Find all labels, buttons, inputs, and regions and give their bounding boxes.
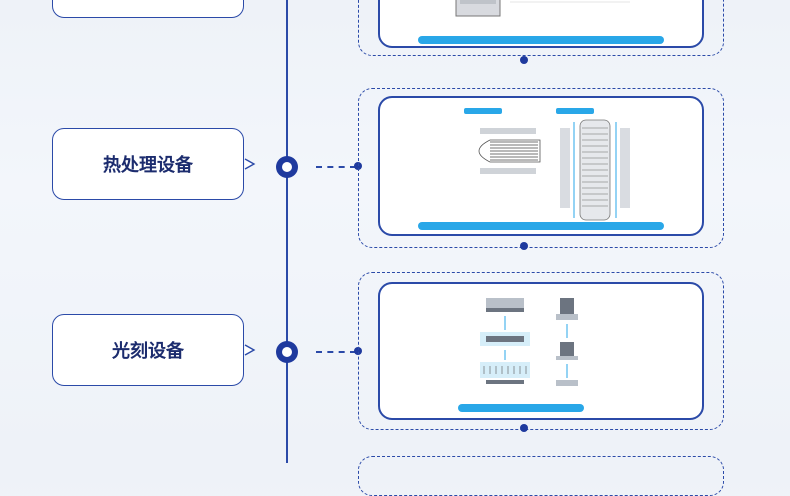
pointer-arrow-icon	[244, 344, 256, 356]
connector-dot-icon	[520, 424, 528, 432]
step-label-2: 光刻设备	[112, 341, 184, 362]
card-frame-1	[358, 88, 724, 248]
step-label-box-1: 热处理设备	[52, 128, 244, 200]
figure-caption-bar-0	[418, 36, 664, 44]
timeline-node-icon	[276, 341, 298, 363]
timeline-node-icon	[276, 156, 298, 178]
figure-caption-bar-2	[458, 404, 584, 412]
card-frame-3	[358, 456, 724, 496]
step-label-1: 热处理设备	[103, 155, 193, 176]
diagram-card-1	[378, 96, 704, 236]
diagram-card-2	[378, 282, 704, 420]
thermal-furnace-figure	[464, 108, 630, 221]
dashed-connector	[316, 351, 356, 353]
figure-caption-bar-1	[418, 222, 664, 230]
lithography-figure	[480, 298, 578, 386]
diagram-card-0	[378, 0, 704, 48]
connector-dot-icon	[520, 56, 528, 64]
step-label-box-2: 光刻设备	[52, 314, 244, 386]
ion-implant-figure	[455, 0, 630, 17]
card-frame-2	[358, 272, 724, 430]
step-label-box-0	[52, 0, 244, 18]
dashed-connector	[316, 166, 356, 168]
pointer-arrow-icon	[244, 158, 256, 170]
connector-dot-icon	[520, 242, 528, 250]
timeline-line	[286, 0, 288, 463]
card-frame-0	[358, 0, 724, 56]
